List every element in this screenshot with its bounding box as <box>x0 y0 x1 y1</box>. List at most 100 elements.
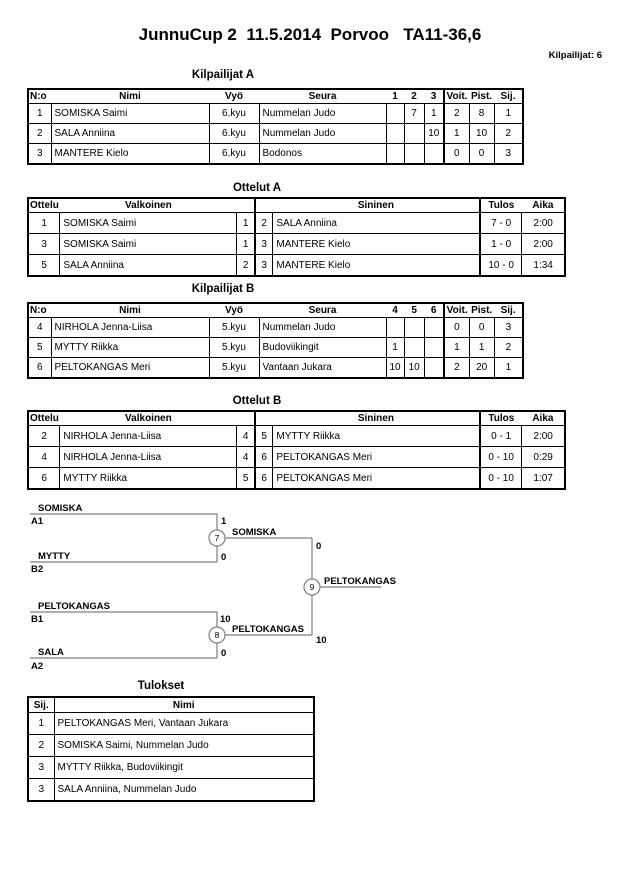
column-header <box>236 198 255 213</box>
table-cell: 1:07 <box>521 467 566 490</box>
table-cell: 1 <box>385 337 405 358</box>
column-header: Ottelu <box>28 198 60 213</box>
table-cell: MANTERE Kielo <box>272 233 481 255</box>
table-cell: 3 <box>27 233 61 255</box>
table-cell: 1 <box>423 103 445 124</box>
column-header: N:o <box>28 89 51 104</box>
bracket-sf2-bottom-name: SALA <box>38 647 64 658</box>
table-cell: MANTERE Kielo <box>272 254 481 277</box>
column-header <box>253 198 273 213</box>
section-title-ottelut-b: Ottelut B <box>232 395 282 407</box>
table-cell: 2 <box>27 734 55 757</box>
table-cell: 1 <box>468 337 495 358</box>
column-header: Ottelu <box>28 411 60 426</box>
table-cell: 0 - 10 <box>478 446 523 468</box>
column-header: N:o <box>28 303 51 318</box>
table-cell: 4 <box>27 446 61 468</box>
table-cell: 2 <box>443 103 470 124</box>
table-cell: 10 <box>403 357 425 379</box>
table-cell: 6 <box>27 467 61 490</box>
table-cell <box>385 103 405 124</box>
table-cell: NIRHOLA Jenna-Liisa <box>59 425 238 447</box>
table-cell: 20 <box>468 357 495 379</box>
column-header: Sij. <box>494 303 524 318</box>
table-cell: 6.kyu <box>208 123 260 144</box>
table-cell <box>423 317 445 338</box>
table-cell: MYTTY Riikka <box>272 425 481 447</box>
table-cell: 3 <box>493 317 524 338</box>
table-cell: 2 <box>493 337 524 358</box>
match-8-circle <box>208 626 226 644</box>
table-cell <box>423 357 445 379</box>
bracket-sf2-bottom-score: 0 <box>221 648 226 659</box>
table-cell: SALA Anniina, Nummelan Judo <box>53 778 315 802</box>
table-cell: MYTTY Riikka <box>59 467 238 490</box>
column-header: Tulos <box>478 198 522 213</box>
table-cell: 0 <box>443 143 470 165</box>
table-cell: 1 <box>27 212 61 234</box>
column-header: Vyö <box>209 89 259 104</box>
column-header: Seura <box>259 89 386 104</box>
table-cell: SOMISKA Saimi <box>59 233 238 255</box>
table-cell: 1 <box>493 357 524 379</box>
column-header: Pist. <box>469 303 495 318</box>
table-cell: Nummelan Judo <box>258 123 387 144</box>
table-cell: 0 <box>468 143 495 165</box>
table-cell: PELTOKANGAS Meri <box>50 357 210 379</box>
table-cell: 1 <box>493 103 524 124</box>
table-cell: 6 <box>253 446 274 468</box>
table-cell: Nummelan Judo <box>258 103 387 124</box>
table-cell: 5 <box>27 254 61 277</box>
header-row: Sij.Nimi <box>28 697 314 713</box>
table-cell: 3 <box>253 233 274 255</box>
column-header: Valkoinen <box>59 198 237 213</box>
table-cell: 2:00 <box>521 233 566 255</box>
bracket-sf1-bottom-name: MYTTY <box>38 551 71 562</box>
table-cell <box>385 123 405 144</box>
table-cell: 5.kyu <box>208 357 260 379</box>
match-8-number: 8 <box>215 630 220 640</box>
table-cell <box>403 337 425 358</box>
bracket-sf2-top-score: 10 <box>220 614 231 625</box>
bracket-sf1-winner: SOMISKA <box>232 527 276 538</box>
column-header: 6 <box>424 303 445 318</box>
column-header: Sininen <box>272 198 480 213</box>
table-cell <box>385 317 405 338</box>
table-cell: 3 <box>253 254 274 277</box>
column-header: 4 <box>386 303 405 318</box>
page-title: JunnuCup 2 11.5.2014 Porvoo TA11-36,6 <box>138 25 482 44</box>
table-cell <box>403 143 425 165</box>
column-header: Aika <box>521 198 565 213</box>
column-header: 3 <box>424 89 444 104</box>
table-cell: 7 <box>403 103 425 124</box>
bracket-sf1-top-name: SOMISKA <box>38 503 82 514</box>
bracket-sf1-top-score: 1 <box>221 516 227 527</box>
column-header <box>253 411 273 426</box>
column-header: Sij. <box>494 89 523 104</box>
table-cell: 1 <box>236 233 256 255</box>
table-cell: SALA Anniina <box>50 123 210 144</box>
table-cell: 4 <box>27 317 52 338</box>
table-cell: MYTTY Riikka <box>50 337 210 358</box>
column-header: 2 <box>404 89 424 104</box>
table-cell: 1 <box>443 123 470 144</box>
section-title-kilpailijat-a: Kilpailijat A <box>191 69 255 81</box>
bracket-sf1-bottom-score: 0 <box>221 552 226 563</box>
bracket-sf2-winner: PELTOKANGAS <box>232 624 304 635</box>
bracket-sf1-bottom-seed: B2 <box>31 564 43 575</box>
table-cell: 6.kyu <box>208 103 260 124</box>
